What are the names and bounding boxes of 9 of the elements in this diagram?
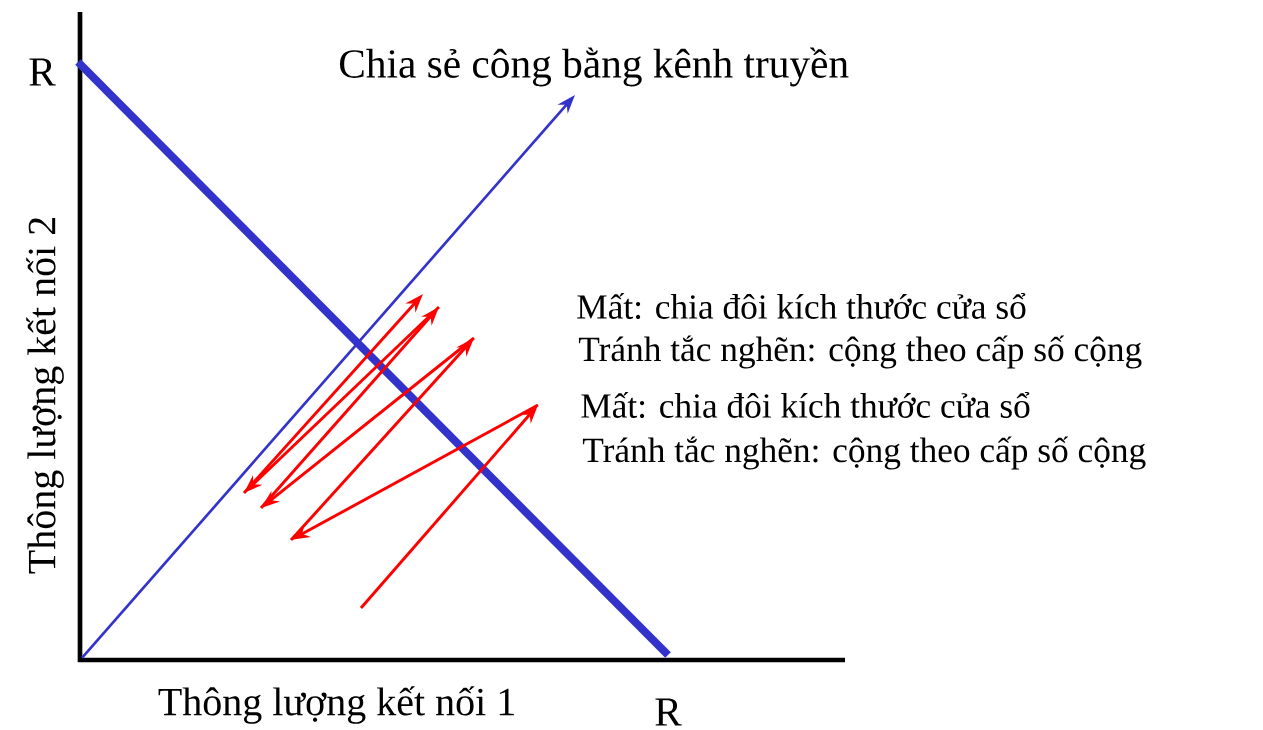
axis-max-label: R bbox=[29, 58, 56, 86]
annotation: Mất: chia đôi kích thước cửa sổ bbox=[577, 292, 1026, 320]
annotation: Mất: chia đôi kích thước cửa sổ bbox=[581, 391, 1030, 419]
annotation: Tránh tắc nghẽn: cộng theo cấp số cộng bbox=[578, 335, 1142, 369]
title: Chia sẻ công bằng kênh truyền bbox=[339, 47, 849, 87]
axis-label: Thông lượng kết nối 1 bbox=[158, 686, 514, 724]
axis-max-label: R bbox=[655, 698, 682, 726]
axis-label: Thông lượng kết nối 2 bbox=[26, 218, 64, 574]
annotation: Tránh tắc nghẽn: cộng theo cấp số cộng bbox=[582, 436, 1146, 470]
